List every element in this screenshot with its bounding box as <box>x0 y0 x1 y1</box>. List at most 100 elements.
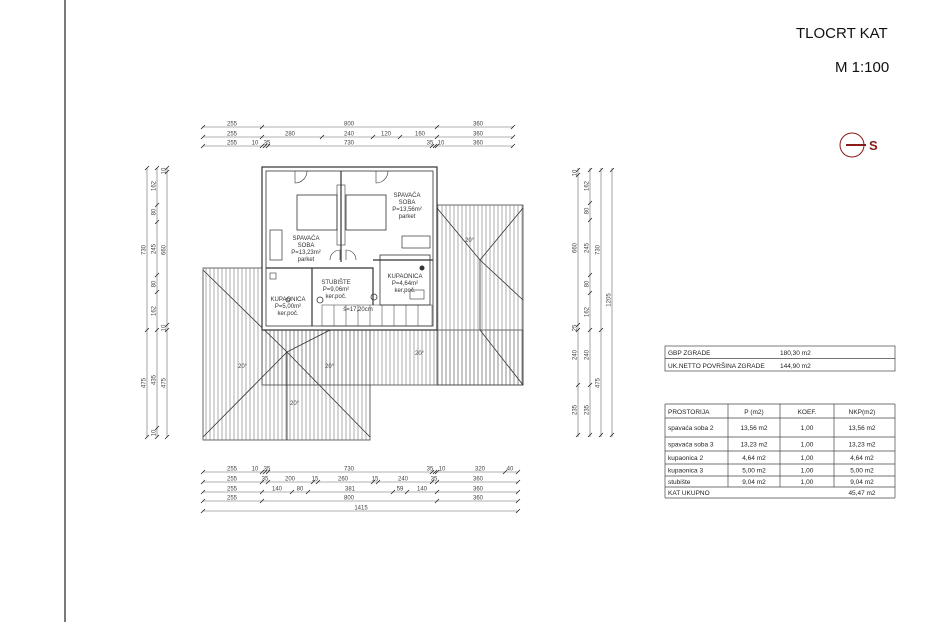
dimension-label: 235 <box>573 404 579 415</box>
dimension-tick <box>587 217 593 223</box>
dimension-label: 800 <box>344 496 355 502</box>
table-cell: spavaća soba 3 <box>668 442 714 449</box>
dimension-label: 162 <box>152 305 158 316</box>
table-header: P (m2) <box>744 409 763 416</box>
dimension-tick <box>575 382 581 388</box>
dimension-tick <box>434 469 440 475</box>
dimension-label: 245 <box>585 242 591 253</box>
dimension-tick <box>259 134 265 140</box>
dimension-label: 162 <box>585 306 591 317</box>
dimension-tick <box>429 469 435 475</box>
dimension-tick <box>154 202 160 208</box>
dimension-tick <box>259 469 265 475</box>
svg-text:SPAVAĆA: SPAVAĆA <box>393 192 420 199</box>
dimension-label: 255 <box>227 487 238 493</box>
summary-label: GBP ZGRADE <box>668 350 711 357</box>
room-label-bathroom-right: KUPAONICA P=4,64m² ker.poč. <box>388 274 423 294</box>
svg-text:ker.poč.: ker.poč. <box>394 288 415 294</box>
slope-label: 20° <box>290 401 300 407</box>
room-label-bedroom-right: SPAVAĆA SOBA P=13,56m² parket <box>392 192 422 220</box>
room-label-bedroom-left: SPAVAĆA SOBA P=13,23m² parket <box>291 235 321 263</box>
svg-text:P=13,56m²: P=13,56m² <box>392 207 422 213</box>
dimension-tick <box>259 498 265 504</box>
slope-label: 20° <box>465 238 475 244</box>
table-cell: 9,04 m2 <box>850 479 874 486</box>
dimension-tick <box>154 434 160 440</box>
dimension-tick <box>200 124 206 130</box>
dimension-tick <box>434 134 440 140</box>
dimension-tick <box>575 322 581 328</box>
dimension-label: 25 <box>573 324 579 331</box>
table-cell: 4,64 m2 <box>742 455 766 462</box>
dimension-tick <box>154 272 160 278</box>
dimension-label: 1415 <box>354 506 368 512</box>
dimension-label: 260 <box>338 477 349 483</box>
dimension-label: 80 <box>585 207 591 214</box>
dimension-label: 162 <box>585 180 591 191</box>
dimension-tick <box>510 134 516 140</box>
dimension-tick <box>515 469 521 475</box>
svg-text:P=9,06m²: P=9,06m² <box>323 287 349 293</box>
dimension-tick <box>432 143 438 149</box>
dimension-tick <box>259 489 265 495</box>
dimension-tick <box>375 479 381 485</box>
svg-text:STUBIŠTE: STUBIŠTE <box>321 279 350 286</box>
dimension-label: 162 <box>152 180 158 191</box>
dimension-tick <box>319 134 325 140</box>
dimension-label: 800 <box>344 122 355 128</box>
dimension-tick <box>587 327 593 333</box>
table-cell: 13,23 m2 <box>740 442 767 449</box>
dimension-label: 381 <box>345 487 356 493</box>
table-cell: 5,00 m2 <box>850 468 874 475</box>
table-cell: 13,56 m2 <box>740 425 767 432</box>
svg-text:parket: parket <box>298 257 315 263</box>
dimension-tick <box>515 489 521 495</box>
dimension-tick <box>370 134 376 140</box>
dimension-tick <box>587 290 593 296</box>
table-header: KOEF. <box>798 409 817 416</box>
dimension-label: 80 <box>585 280 591 287</box>
dimension-tick <box>575 432 581 438</box>
dimension-label: 255 <box>227 467 238 473</box>
svg-text:ker.poč.: ker.poč. <box>325 294 346 300</box>
north-label: S <box>869 138 878 153</box>
dimension-tick <box>434 479 440 485</box>
dimension-tick <box>575 327 581 333</box>
table-cell: 1,00 <box>801 479 814 486</box>
summary-table <box>664 345 896 372</box>
dimension-tick <box>265 143 271 149</box>
dimension-tick <box>262 143 268 149</box>
dimension-tick <box>144 327 150 333</box>
table-cell: 9,04 m2 <box>742 479 766 486</box>
svg-text:P=13,23m²: P=13,23m² <box>291 250 321 256</box>
summary-value: 144,90 m2 <box>780 363 811 370</box>
dimension-label: 360 <box>473 487 484 493</box>
dimension-tick <box>609 167 615 173</box>
dimension-tick <box>429 479 435 485</box>
dimension-label: 240 <box>573 349 579 360</box>
dimension-label: 1205 <box>607 293 613 307</box>
wardrobe <box>401 235 431 249</box>
dimension-label: 255 <box>227 132 238 138</box>
north-arrow-icon: S <box>839 132 878 158</box>
bed <box>345 194 387 231</box>
dimension-label: 80 <box>297 487 304 493</box>
dimension-tick <box>200 498 206 504</box>
dimension-tick <box>164 165 170 171</box>
svg-text:KUPAONICA: KUPAONICA <box>271 297 306 303</box>
dimension-label: 35 <box>262 477 269 483</box>
table-cell: 4,64 m2 <box>850 455 874 462</box>
summary-label: UK.NETTO POVRŠINA ZGRADE <box>668 361 765 370</box>
dimension-tick <box>164 322 170 328</box>
dimension-tick <box>515 498 521 504</box>
wardrobe <box>269 229 283 261</box>
dimension-tick <box>515 479 521 485</box>
dimension-label: 10 <box>439 467 446 473</box>
dimension-label: 35 <box>427 141 434 147</box>
table-header: PROSTORIJA <box>668 409 710 416</box>
dimension-tick <box>502 469 508 475</box>
svg-text:P=4,64m²: P=4,64m² <box>392 281 418 287</box>
dimension-tick <box>144 434 150 440</box>
total-label: KAT UKUPNO <box>668 490 710 497</box>
